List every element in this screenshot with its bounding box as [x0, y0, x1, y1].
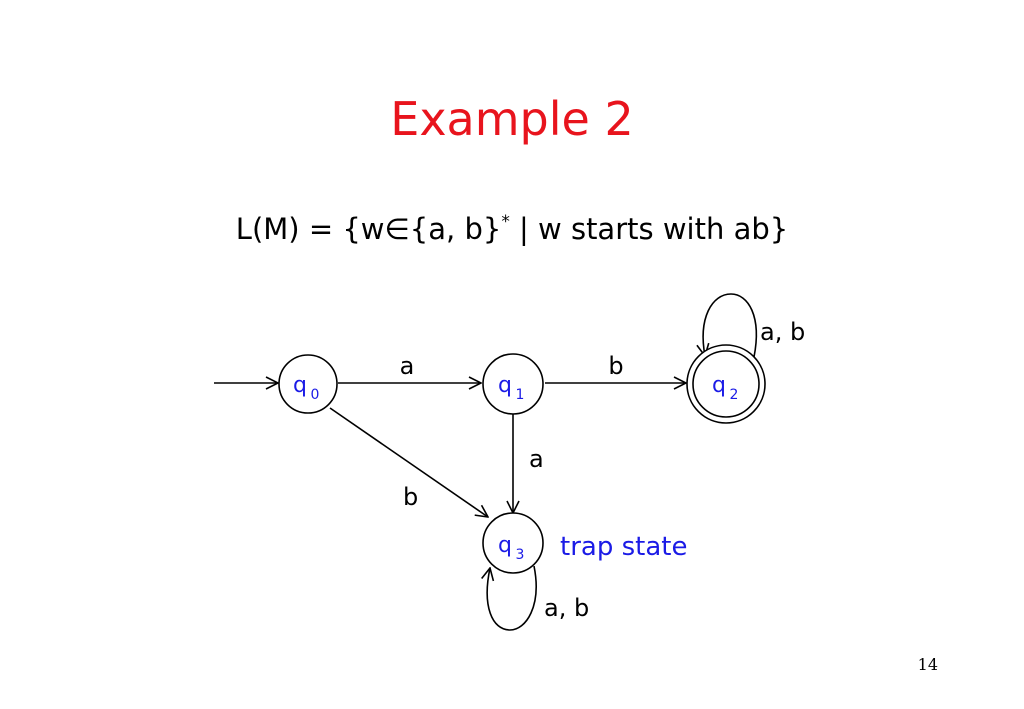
transition-q2-self-loop	[703, 293, 758, 357]
transition-q0-q3	[329, 407, 488, 517]
element-of-symbol: ∈	[384, 212, 410, 246]
state-subscript-q0: 0	[311, 387, 320, 403]
formula-left: L(M) = {w	[235, 212, 385, 246]
state-q0: q 0	[278, 354, 338, 414]
transition-label-q1-q2: b	[608, 352, 623, 380]
transition-q3-self-loop	[487, 565, 537, 631]
state-subscript-q1: 1	[516, 387, 525, 403]
state-subscript-q2: 2	[730, 387, 739, 403]
transition-label-q1-q3: a	[529, 445, 544, 473]
state-label-q2: q	[712, 373, 726, 398]
language-definition: L(M) = {w∈{a, b}* | w starts with ab}	[0, 212, 1024, 247]
state-label-q1: q	[498, 373, 512, 398]
state-q3: q 3	[482, 512, 544, 574]
slide-title: Example 2	[390, 92, 634, 146]
state-label-q3: q	[498, 533, 512, 558]
transition-label-q3-self: a, b	[544, 594, 589, 622]
page-number: 14	[917, 655, 938, 674]
kleene-star: *	[501, 212, 510, 232]
transition-label-q0-q3: b	[403, 483, 418, 511]
formula-right: | w starts with ab}	[509, 212, 789, 246]
transition-label-q2-self: a, b	[760, 318, 805, 346]
state-label-q0: q	[293, 373, 307, 398]
state-q2: q 2	[686, 344, 766, 424]
transition-label-q0-q1: a	[400, 352, 415, 380]
formula-alphabet: {a, b}	[409, 212, 502, 246]
state-q1: q 1	[482, 353, 544, 415]
state-subscript-q3: 3	[516, 547, 525, 563]
trap-state-annotation: trap state	[560, 532, 687, 562]
